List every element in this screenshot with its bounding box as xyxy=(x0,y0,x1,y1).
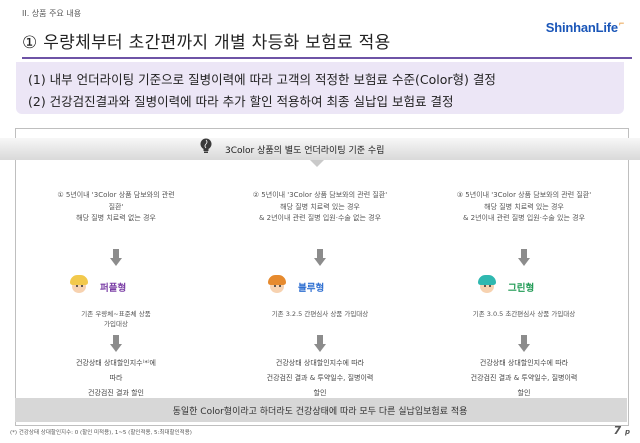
process-box xyxy=(15,128,629,426)
company-logo: ShinhanLife⌐ xyxy=(545,18,624,35)
down-arrow-icon xyxy=(314,249,326,267)
description-line: 기존 우량체~표준체 상품 xyxy=(81,310,151,318)
underwriting-banner xyxy=(0,138,640,160)
result-line: 건강검진 결과 할인 xyxy=(88,389,144,397)
down-arrow-icon xyxy=(110,335,122,353)
description-line: 기존 3.2.5 간편심사 상품 가입대상 xyxy=(271,310,369,318)
column-purple: ① 5년이내 '3Color 상품 담보와의 관련 질환' 해당 질병 치료력 … xyxy=(18,190,214,397)
description: 기존 3.2.5 간편심사 상품 가입대상 xyxy=(222,309,418,319)
down-arrow-icon xyxy=(518,249,530,267)
description: 기존 3.0.5 초간편심사 상품 가입대상 xyxy=(426,309,622,319)
result-line: 할인 xyxy=(517,389,531,397)
result: 건강상태 상대할인지수에 따라 건강검진 결과 & 투약일수, 질병이력 할인 xyxy=(222,356,418,401)
summary-line-2: (2) 건강검진결과와 질병이력에 따라 추가 할인 적용하여 최종 실납입 보… xyxy=(28,94,454,109)
page-title: ① 우량체부터 초간편까지 개별 차등화 보험료 적용 xyxy=(22,33,391,53)
result-line: 할인 xyxy=(313,389,327,397)
condition-line: 해당 질병 치료력 있는 경우 xyxy=(280,202,360,211)
page-number-suffix: p xyxy=(624,428,630,436)
condition-line: ③ 5년이내 '3Color 상품 담보와의 관련 질환' xyxy=(456,191,592,199)
result-line: 따라 xyxy=(109,374,123,382)
condition-line: & 2년이내 관련 질병 입원·수술 없는 경우 xyxy=(258,214,382,222)
description-line: 기존 3.0.5 초간편심사 상품 가입대상 xyxy=(472,310,576,318)
result-line: 건강상태 상대할인지수⁽*⁾에 xyxy=(75,359,156,367)
condition-line: 해당 질병 치료력 있는 경우 xyxy=(484,202,564,211)
condition-line: & 2년이내 관련 질병 입원·수술 있는 경우 xyxy=(462,214,586,222)
grade-label: 블루형 xyxy=(298,283,325,294)
condition-line: ① 5년이내 '3Color 상품 담보와의 관련 xyxy=(57,191,175,199)
banner-pointer-icon xyxy=(310,160,324,167)
conclusion-band xyxy=(15,398,627,422)
down-arrow-icon xyxy=(314,335,326,353)
banner-text: 3Color 상품의 별도 언더라이팅 기준 수립 xyxy=(225,146,385,156)
lightbulb-icon xyxy=(200,138,212,153)
result: 건강상태 상대할인지수에 따라 건강검진 결과 & 투약일수, 질병이력 할인 xyxy=(426,356,622,401)
summary-line-1: (1) 내부 언더라이팅 기준으로 질병이력에 따라 고객의 적정한 보험료 수… xyxy=(28,72,496,87)
grade-label: 퍼플형 xyxy=(100,283,127,294)
logo-text: ShinhanLife xyxy=(545,20,618,35)
grade-label: 그린형 xyxy=(508,283,535,294)
result: 건강상태 상대할인지수⁽*⁾에 따라 건강검진 결과 할인 xyxy=(18,356,214,401)
description: 기존 우량체~표준체 상품 가입대상 xyxy=(18,309,214,329)
avatar-blue-icon xyxy=(266,274,288,296)
summary-box: (1) 내부 언더라이팅 기준으로 질병이력에 따라 고객의 적정한 보험료 수… xyxy=(16,62,624,114)
condition-line: 해당 질병 치료력 없는 경우 xyxy=(76,214,156,222)
page-number: 7 p xyxy=(613,424,630,437)
column-blue: ② 5년이내 '3Color 상품 담보와의 관련 질환' 해당 질병 치료력 … xyxy=(222,190,418,397)
result-line: 건강검진 결과 & 투약일수, 질병이력 xyxy=(470,374,578,382)
avatar-green-icon xyxy=(476,274,498,296)
condition-line: ② 5년이내 '3Color 상품 담보와의 관련 질환' xyxy=(252,191,388,199)
result-line: 건강상태 상대할인지수에 따라 xyxy=(275,359,365,367)
avatar-purple-icon xyxy=(68,274,90,296)
down-arrow-icon xyxy=(110,249,122,267)
section-label: II. 상품 주요 내용 xyxy=(22,9,82,18)
logo-swoosh-icon: ⌐ xyxy=(618,18,624,28)
description-line: 가입대상 xyxy=(104,320,128,328)
column-green: ③ 5년이내 '3Color 상품 담보와의 관련 질환' 해당 질병 치료력 … xyxy=(426,190,622,397)
footnote: (*) 건강상태 상대할인지수: 0 (할인 미적용), 1~5 (할인적용, … xyxy=(10,430,192,436)
result-line: 건강검진 결과 & 투약일수, 질병이력 xyxy=(266,374,374,382)
result-line: 건강상태 상대할인지수에 따라 xyxy=(479,359,569,367)
condition-line: 질환' xyxy=(108,202,124,211)
down-arrow-icon xyxy=(518,335,530,353)
conclusion-text: 동일한 Color형이라고 하더라도 건강상태에 따라 모두 다른 실납입보험료… xyxy=(172,407,468,417)
page-number-value: 7 xyxy=(613,424,622,437)
title-divider xyxy=(22,57,632,59)
